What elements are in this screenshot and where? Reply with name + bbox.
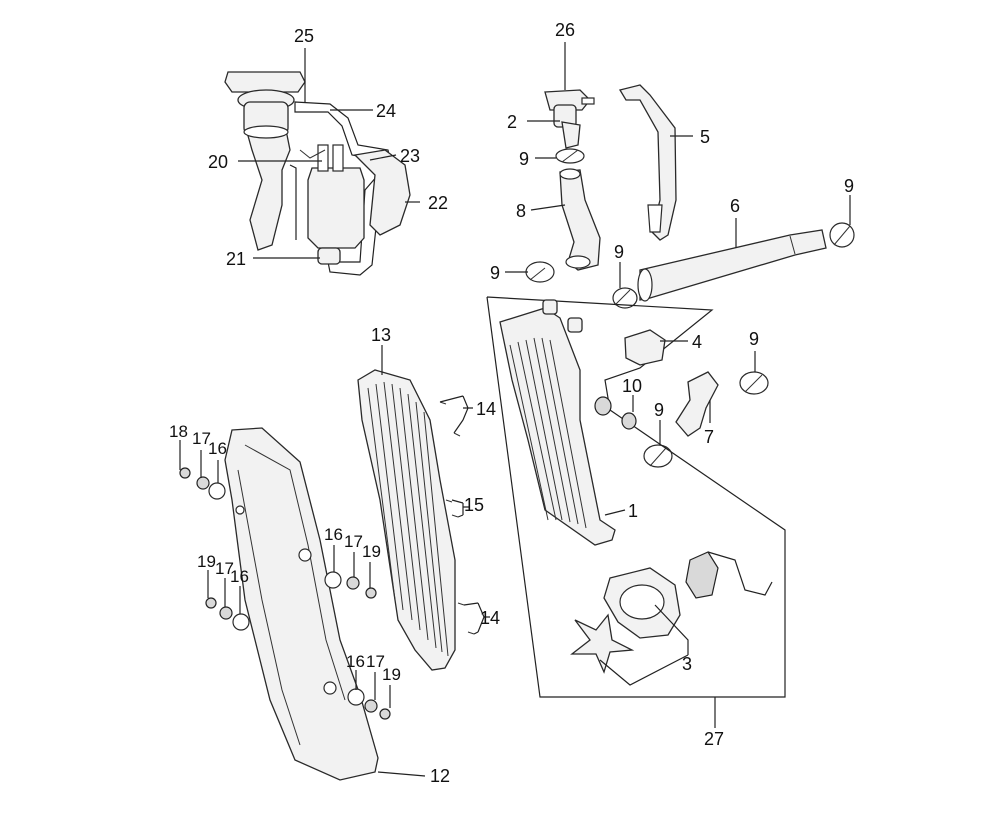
radiator-guard (357, 369, 456, 671)
callout-1: 1 (628, 501, 638, 521)
callout-4: 4 (692, 332, 702, 352)
callout-21: 21 (226, 249, 246, 269)
radiator (499, 307, 616, 546)
callout-9-d: 9 (614, 242, 624, 262)
bracket (353, 149, 411, 236)
callout-9-a: 9 (519, 149, 529, 169)
callout-15: 15 (464, 495, 484, 515)
leader-lines (179, 42, 851, 777)
callout-16-b: 16 (230, 567, 249, 586)
callout-6: 6 (730, 196, 740, 216)
callout-12: 12 (430, 766, 450, 786)
fasteners (179, 401, 475, 720)
upper-hoses (544, 84, 827, 437)
hose-8 (559, 169, 601, 271)
reservoir-assembly (224, 71, 411, 276)
reservoir-cap (224, 71, 306, 93)
callout-27: 27 (704, 729, 724, 749)
radiator-assembly (486, 296, 786, 698)
callout-10: 10 (622, 376, 642, 396)
callout-9-b: 9 (844, 176, 854, 196)
callout-5: 5 (700, 127, 710, 147)
callout-16-a: 16 (208, 439, 227, 458)
callout-9-f: 9 (654, 400, 664, 420)
guard-grille (357, 369, 456, 671)
callout-9-c: 9 (490, 263, 500, 283)
callout-22: 22 (428, 193, 448, 213)
callout-17-c: 17 (344, 532, 363, 551)
callout-14-a: 14 (476, 399, 496, 419)
callout-3: 3 (682, 654, 692, 674)
hose-7 (675, 371, 719, 437)
overflow-tube (294, 101, 394, 276)
callout-19-c: 19 (382, 665, 401, 684)
callout-16-d: 16 (346, 652, 365, 671)
hose-6 (639, 229, 827, 301)
callout-24: 24 (376, 101, 396, 121)
callout-23: 23 (400, 146, 420, 166)
callout-2: 2 (507, 112, 517, 132)
callout-20: 20 (208, 152, 228, 172)
callout-14-b: 14 (480, 608, 500, 628)
callout-17-a: 17 (192, 429, 211, 448)
side-cover (224, 427, 379, 781)
callout-17-d: 17 (366, 652, 385, 671)
hose-clamps (525, 148, 855, 468)
callout-13: 13 (371, 325, 391, 345)
fan-motor (685, 551, 719, 599)
callout-labels: 25 24 23 22 20 21 26 2 9 5 8 6 9 9 9 4 9… (169, 20, 854, 786)
thermo-switch (624, 329, 666, 366)
callout-9-e: 9 (749, 329, 759, 349)
callout-25: 25 (294, 26, 314, 46)
callout-8: 8 (516, 201, 526, 221)
callout-19-b: 19 (362, 542, 381, 561)
fan-blades (570, 613, 635, 674)
callout-7: 7 (704, 427, 714, 447)
reservoir-tank (307, 167, 365, 249)
filler-neck (244, 124, 291, 251)
callout-16-c: 16 (324, 525, 343, 544)
callout-26: 26 (555, 20, 575, 40)
callout-18: 18 (169, 422, 188, 441)
callout-19-a: 19 (197, 552, 216, 571)
callout-17-b: 17 (215, 559, 234, 578)
side-cover-panel (224, 427, 379, 781)
hose-5 (618, 84, 677, 241)
